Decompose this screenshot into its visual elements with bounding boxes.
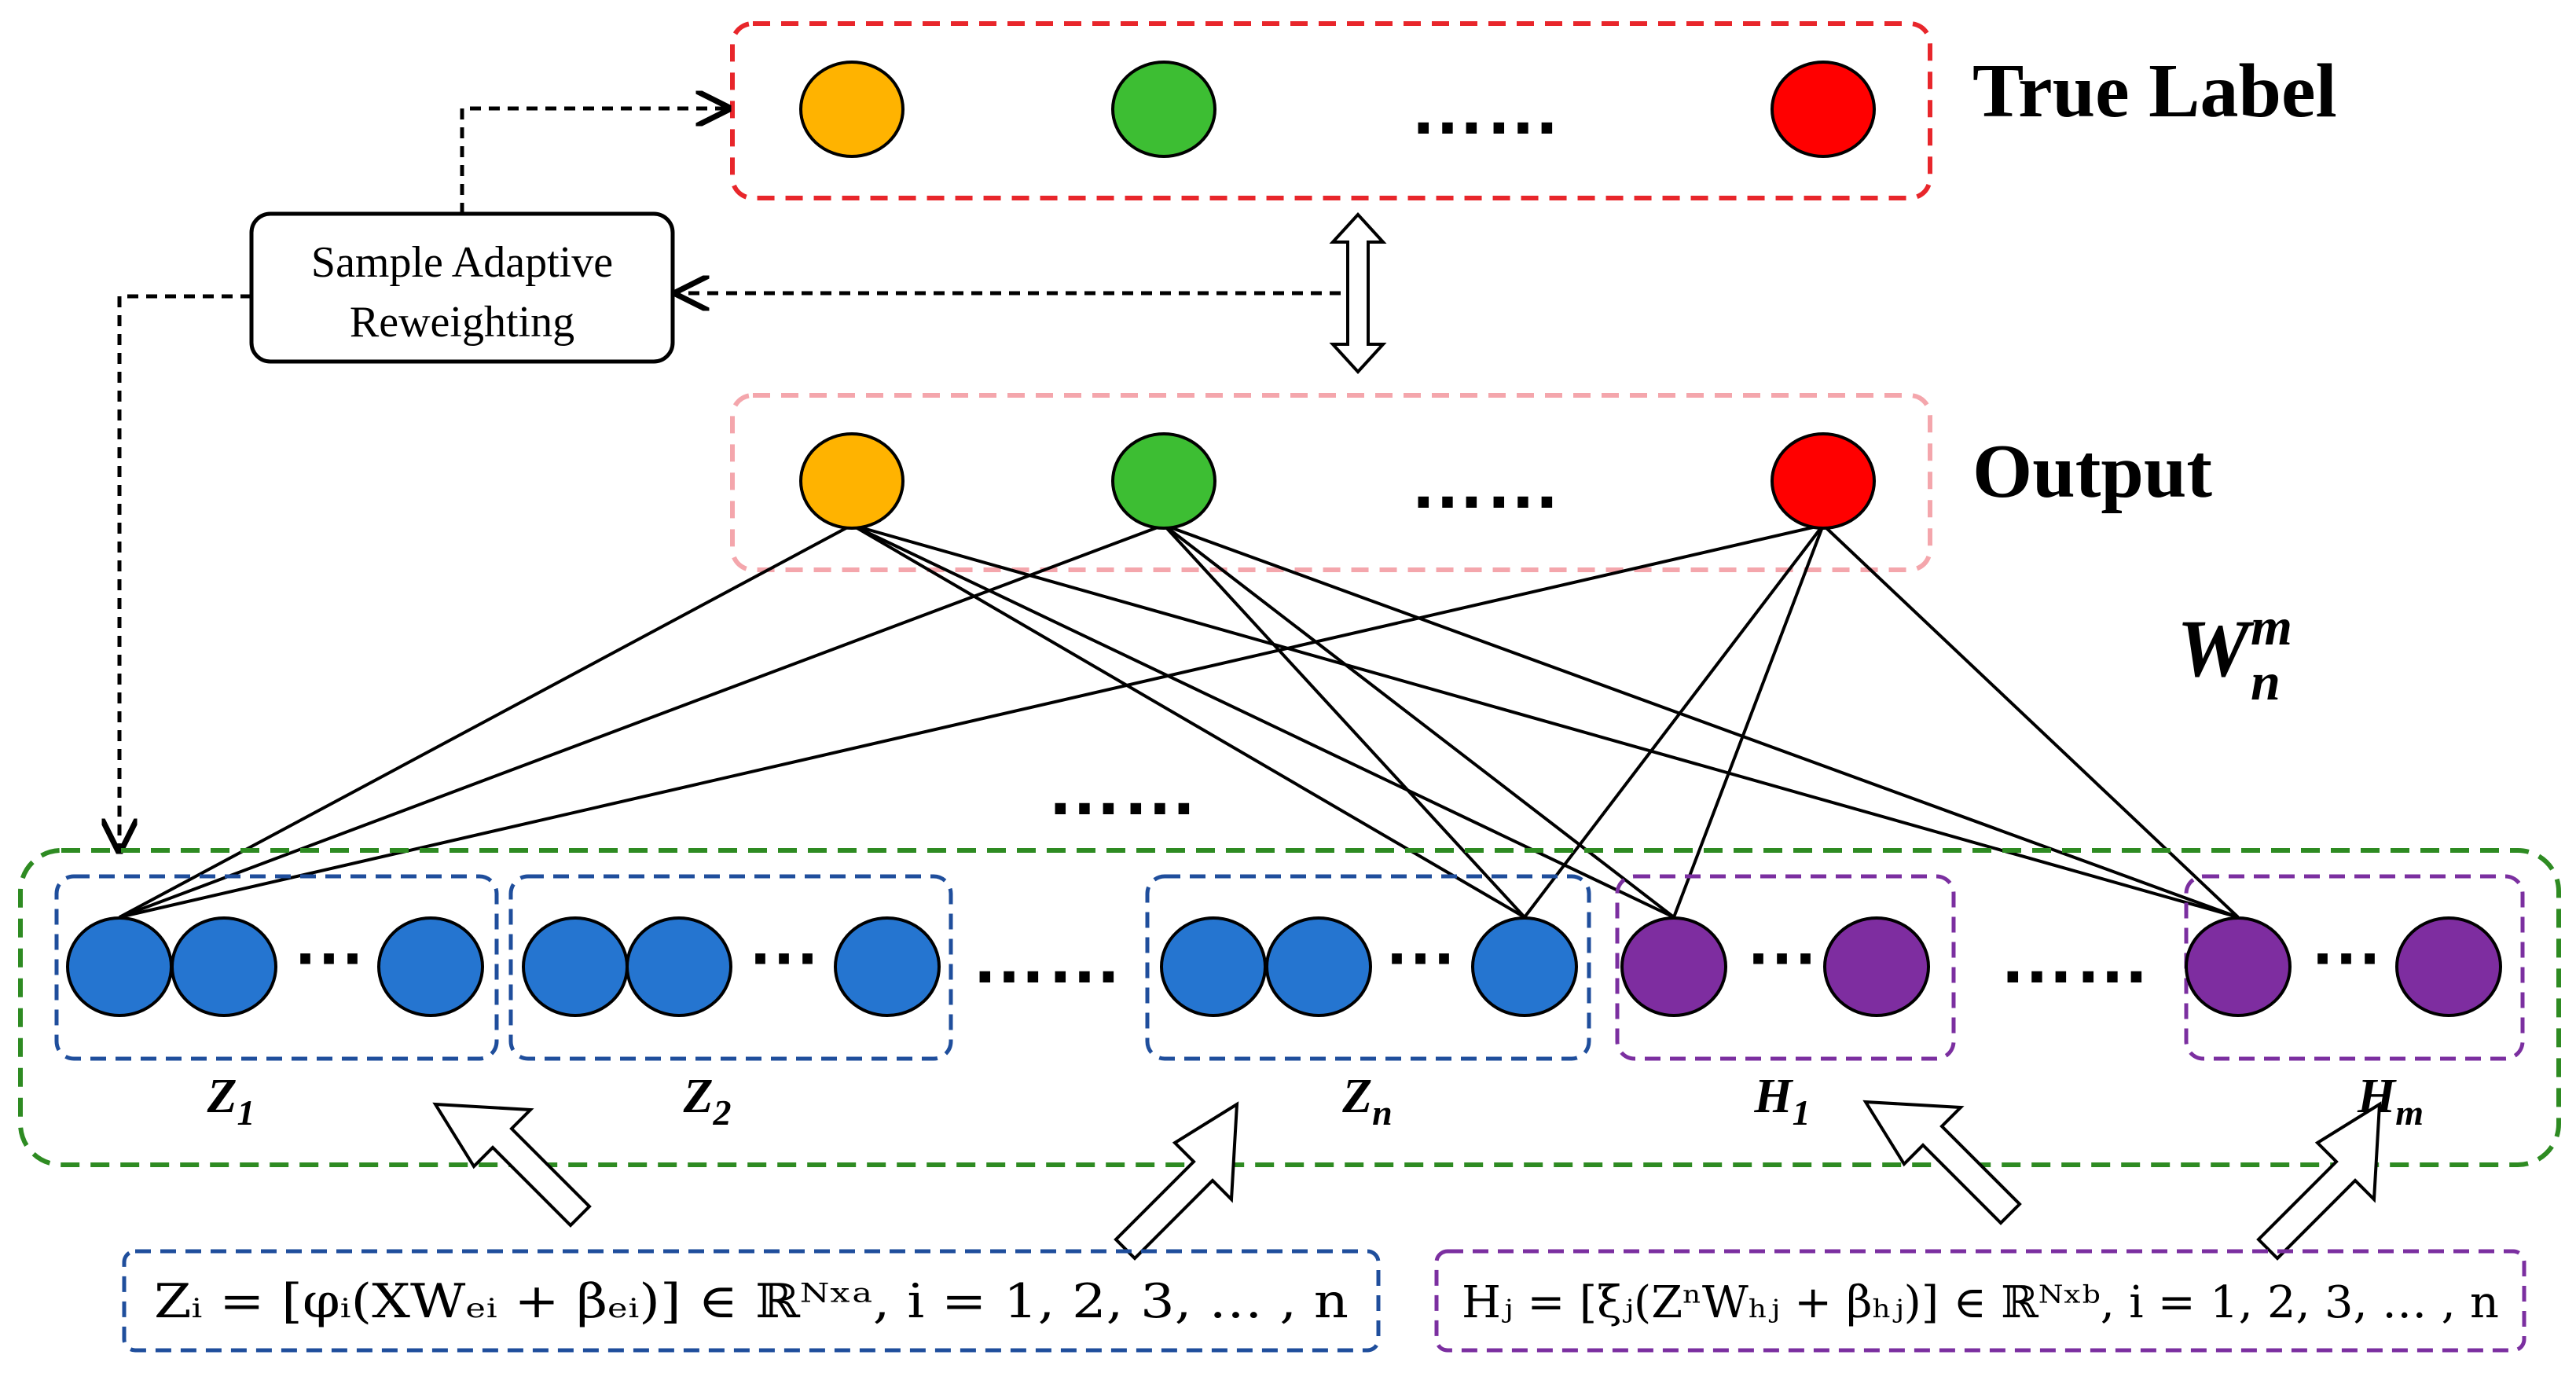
zn-node bbox=[1160, 916, 1267, 1017]
output-node-class-c bbox=[1771, 432, 1876, 530]
weight-connections bbox=[119, 523, 2240, 919]
h1-mapping-arrow bbox=[1862, 1100, 2022, 1225]
mapping-arrows bbox=[432, 1100, 2382, 1261]
true-label-title: True Label bbox=[1972, 49, 2337, 134]
reweighting-to-input-arrow bbox=[119, 294, 251, 850]
zn-node bbox=[1471, 916, 1578, 1017]
z2-ellipsis: ··· bbox=[750, 920, 821, 998]
hm-node bbox=[2185, 916, 2292, 1017]
hm-mapping-arrow bbox=[2256, 1101, 2382, 1261]
reweighting-label-line1: Sample Adaptive bbox=[311, 238, 613, 287]
h-formula-text: Hⱼ = [ξⱼ(ZⁿWₕⱼ + βₕⱼ)] ∈ ℝᴺˣᵇ, i = 1, 2,… bbox=[1462, 1277, 2499, 1328]
zn-ellipsis: ··· bbox=[1387, 920, 1458, 998]
weights-label-subscript: n bbox=[2251, 652, 2281, 711]
z2-node bbox=[522, 916, 629, 1017]
h1-ellipsis: ··· bbox=[1749, 920, 1819, 998]
group-h1-label: H1 bbox=[1753, 1070, 1810, 1133]
group-zn-box bbox=[1145, 874, 1591, 1061]
weights-label-superscript: m bbox=[2251, 597, 2292, 656]
group-z1-label: Z1 bbox=[207, 1070, 255, 1133]
group-ellipsis-h: …… bbox=[1999, 915, 2150, 999]
group-h1-box bbox=[1615, 874, 1956, 1061]
true-label-node-class-b bbox=[1111, 61, 1216, 158]
z-formula-text: Zᵢ = [φᵢ(XWₑᵢ + βₑᵢ)] ∈ ℝᴺˣᵃ, i = 1, 2, … bbox=[154, 1274, 1349, 1329]
h1-node bbox=[1620, 916, 1727, 1017]
group-z2-box bbox=[508, 874, 953, 1061]
reweighting-to-true-label-arrow bbox=[460, 108, 728, 214]
z1-node bbox=[66, 916, 173, 1017]
hm-node bbox=[2395, 916, 2502, 1017]
true-label-node-class-a bbox=[799, 61, 905, 158]
zn-node bbox=[1265, 916, 1372, 1017]
z2-node bbox=[626, 916, 732, 1017]
z-formula-box bbox=[122, 1249, 1381, 1353]
z1-ellipsis: ··· bbox=[295, 920, 366, 998]
comparison-double-arrow bbox=[1329, 212, 1387, 374]
input-layer-box bbox=[18, 848, 2561, 1167]
z1-mapping-arrow bbox=[432, 1102, 592, 1228]
group-hm-label: Hm bbox=[2357, 1070, 2424, 1133]
z1-node bbox=[171, 916, 277, 1017]
z2-node bbox=[834, 916, 941, 1017]
group-z2-label: Z2 bbox=[683, 1070, 732, 1133]
z1-node bbox=[377, 916, 484, 1017]
h1-node bbox=[1823, 916, 1930, 1017]
output-ellipsis: …… bbox=[1410, 440, 1561, 524]
output-box bbox=[730, 393, 1932, 572]
group-z1-box bbox=[54, 874, 499, 1061]
output-title: Output bbox=[1972, 429, 2212, 514]
output-node-class-a bbox=[799, 432, 905, 530]
true-label-node-class-c bbox=[1771, 61, 1876, 158]
reweighting-label-line2: Reweighting bbox=[350, 298, 574, 347]
h-formula-box bbox=[1434, 1249, 2526, 1353]
hm-ellipsis: ··· bbox=[2313, 920, 2383, 998]
group-zn-label: Zn bbox=[1341, 1070, 1392, 1133]
weights-label: W bbox=[2177, 604, 2255, 694]
true-label-ellipsis: …… bbox=[1410, 66, 1561, 150]
true-label-box bbox=[730, 21, 1932, 200]
group-ellipsis-top: …… bbox=[1047, 747, 1198, 831]
output-node-class-b bbox=[1111, 432, 1216, 530]
zn-mapping-arrow bbox=[1114, 1101, 1239, 1261]
group-ellipsis-z: …… bbox=[971, 915, 1122, 999]
